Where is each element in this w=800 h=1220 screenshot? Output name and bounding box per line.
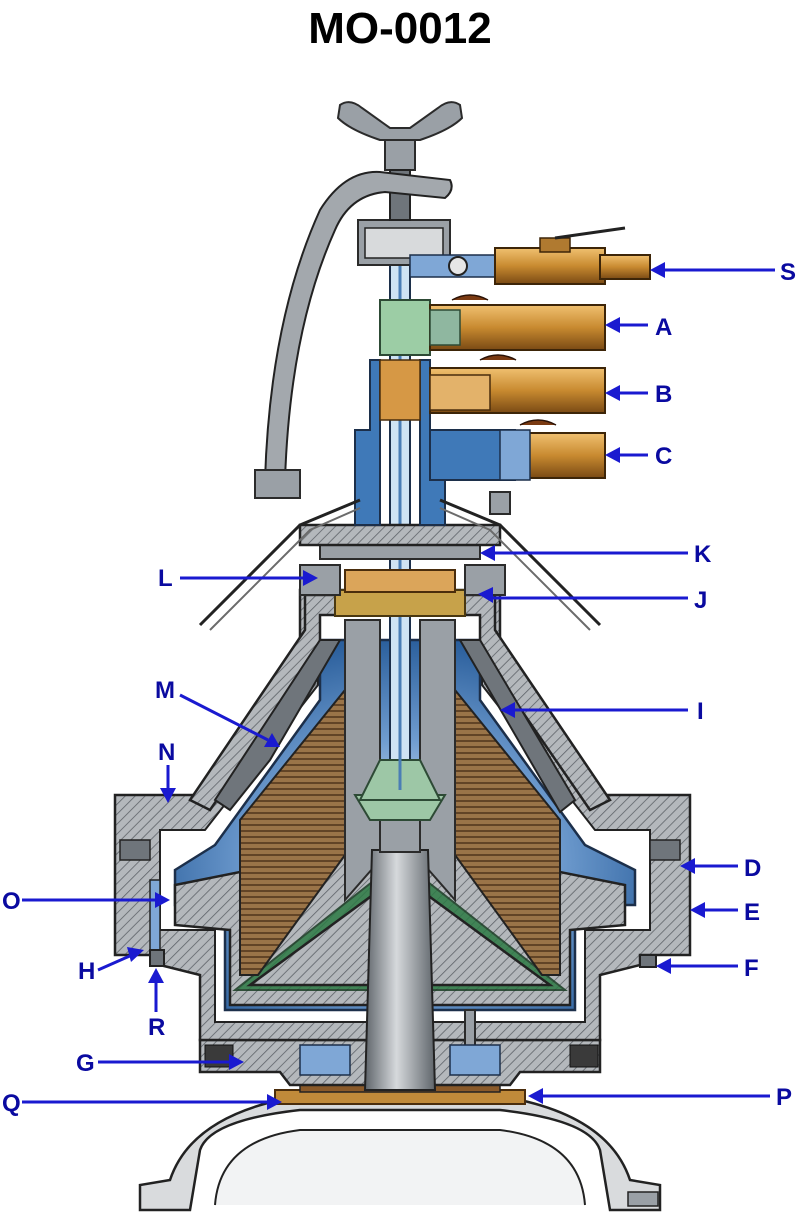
callout-R: R — [148, 1014, 165, 1041]
bowl-top — [188, 593, 612, 814]
callout-F: F — [744, 955, 759, 982]
arrowhead-D — [680, 858, 695, 874]
arrowhead-G — [229, 1054, 244, 1070]
arrowhead-I — [500, 702, 515, 718]
arrowhead-P — [528, 1088, 543, 1104]
arrowhead-K — [480, 545, 495, 561]
callout-M: M — [155, 677, 175, 704]
arrowhead-Q — [267, 1094, 282, 1110]
leader-M — [179, 693, 269, 742]
spindle — [353, 794, 447, 1091]
callout-K: K — [694, 541, 712, 568]
paring-assembly — [298, 523, 506, 617]
arrowhead-C — [605, 447, 620, 463]
callout-C: C — [655, 443, 672, 470]
leader-lines — [22, 262, 775, 1110]
callout-L: L — [158, 565, 173, 592]
arrowhead-L — [303, 570, 318, 586]
leader-H — [97, 953, 133, 972]
callout-Q: Q — [2, 1090, 21, 1117]
hood-clamp — [254, 170, 453, 499]
callout-B: B — [655, 381, 672, 408]
callout-E: E — [744, 899, 760, 926]
diagram-title: MO-0012 — [308, 4, 492, 53]
callout-H: H — [78, 958, 95, 985]
arrowhead-J — [478, 587, 493, 603]
arrowhead-B — [605, 385, 620, 401]
callout-D: D — [744, 855, 761, 882]
arrowhead-R — [148, 968, 164, 983]
callout-A: A — [655, 314, 672, 341]
base-frame — [138, 1098, 662, 1212]
arrowhead-F — [656, 958, 671, 974]
outlet-pipes — [429, 294, 606, 481]
callout-G: G — [76, 1050, 95, 1077]
arrowhead-N — [160, 788, 176, 803]
callout-N: N — [158, 739, 175, 766]
outlet-column — [354, 299, 516, 526]
callout-O: O — [2, 888, 21, 915]
callout-S: S — [780, 259, 796, 286]
callout-I: I — [697, 698, 704, 725]
callout-P: P — [776, 1084, 792, 1111]
callout-J: J — [694, 587, 707, 614]
arrowhead-M — [264, 733, 280, 747]
arrowhead-O — [155, 892, 170, 908]
arrowhead-A — [605, 317, 620, 333]
bowl-details — [119, 839, 681, 1076]
arrowhead-E — [690, 902, 705, 918]
arrowhead-H — [127, 947, 144, 962]
arrowhead-S — [650, 262, 665, 278]
callout-labels: S A B C K L J M I N D O E H F R G Q P — [2, 259, 796, 1117]
disc-stack — [239, 619, 561, 976]
